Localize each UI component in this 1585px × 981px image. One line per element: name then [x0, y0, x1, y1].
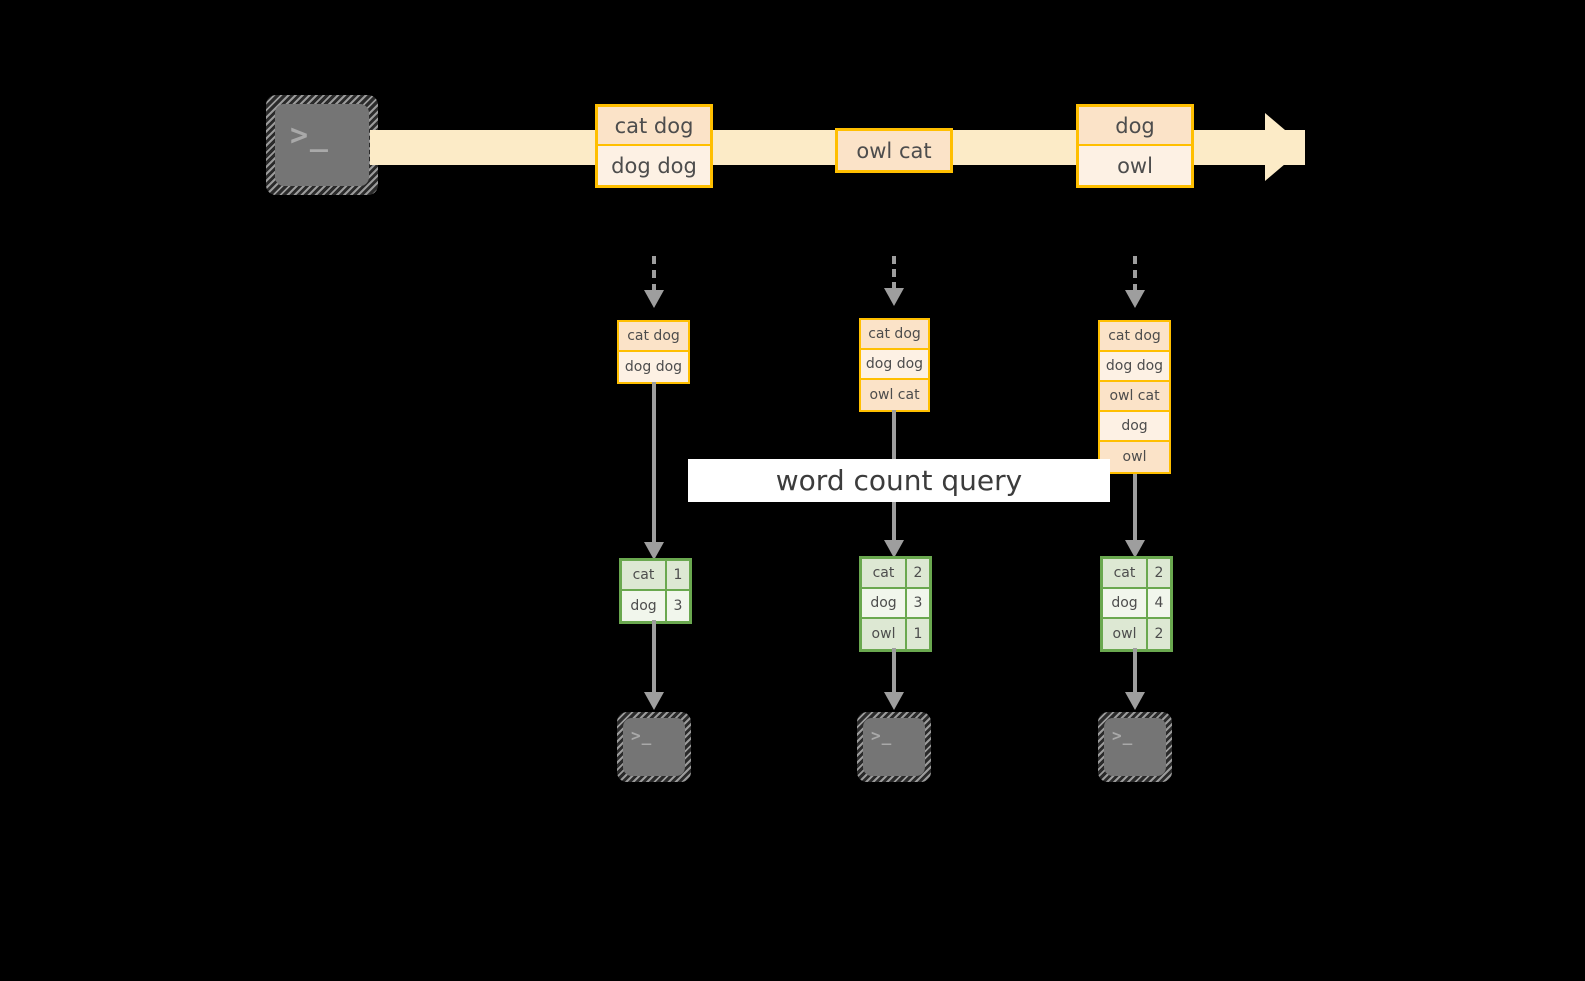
count-cell: 2 — [1154, 565, 1164, 581]
event-stream-arrowhead-icon — [1265, 113, 1305, 181]
terminal-prompt-glyph: >_ — [1112, 726, 1134, 745]
connector-arrowhead-icon — [884, 288, 904, 306]
stream-event-line: dog — [1079, 107, 1191, 146]
word-cell: dog — [622, 591, 667, 621]
table-row: cat 2 — [862, 559, 929, 589]
table-row: owl 2 — [1103, 619, 1170, 649]
word-cell: dog — [862, 589, 907, 617]
query-label-band: word count query — [688, 459, 1110, 502]
snapshot-3-messages: cat dog dog dog owl cat dog owl — [1098, 320, 1171, 474]
connector-arrowhead-icon — [1125, 290, 1145, 308]
table-row: dog 3 — [862, 589, 929, 619]
count-cell: 1 — [913, 626, 923, 642]
count-cell: 4 — [1154, 595, 1164, 611]
terminal-body — [275, 104, 369, 186]
table-row: dog 4 — [1103, 589, 1170, 619]
count-cell: 2 — [1154, 626, 1164, 642]
count-cell: 3 — [673, 598, 683, 614]
snapshot-2-sink-terminal-icon: >_ — [857, 712, 931, 782]
stream-to-snapshot-connector — [1133, 256, 1137, 292]
snapshot-3-to-result-connector — [1133, 474, 1137, 552]
count-cell: 3 — [913, 595, 923, 611]
source-terminal-icon: >_ — [266, 95, 378, 195]
stream-event-line: owl — [1079, 146, 1191, 185]
snapshot-2-messages: cat dog dog dog owl cat — [859, 318, 930, 412]
snapshot-2-to-sink-connector — [892, 648, 896, 692]
snapshot-message: dog dog — [1100, 352, 1169, 382]
snapshot-message: owl cat — [1100, 382, 1169, 412]
word-cell: dog — [1103, 589, 1148, 617]
stream-event-2: owl cat — [835, 128, 953, 173]
count-cell: 2 — [913, 565, 923, 581]
terminal-prompt-glyph: >_ — [290, 118, 330, 153]
snapshot-1-to-sink-connector — [652, 620, 656, 692]
snapshot-3-sink-terminal-icon: >_ — [1098, 712, 1172, 782]
stream-event-3: dog owl — [1076, 104, 1194, 188]
snapshot-1-result-table: cat 1 dog 3 — [619, 558, 692, 624]
stream-event-line: dog dog — [598, 146, 710, 185]
terminal-prompt-glyph: >_ — [631, 726, 653, 745]
table-row: cat 1 — [622, 561, 689, 591]
word-cell: owl — [862, 619, 907, 649]
count-cell: 1 — [673, 567, 683, 583]
snapshot-1-to-result-connector — [652, 382, 656, 554]
terminal-body — [863, 718, 925, 776]
table-row: owl 1 — [862, 619, 929, 649]
stream-to-snapshot-connector — [892, 256, 896, 290]
word-cell: cat — [862, 559, 907, 587]
table-row: dog 3 — [622, 591, 689, 621]
terminal-body — [623, 718, 685, 776]
query-label: word count query — [775, 464, 1023, 497]
snapshot-2-result-table: cat 2 dog 3 owl 1 — [859, 556, 932, 652]
snapshot-message: dog dog — [619, 352, 688, 382]
connector-arrowhead-icon — [1125, 692, 1145, 710]
snapshot-message: owl — [1100, 442, 1169, 472]
snapshot-1-messages: cat dog dog dog — [617, 320, 690, 384]
connector-arrowhead-icon — [644, 542, 664, 560]
connector-arrowhead-icon — [884, 540, 904, 558]
word-cell: cat — [622, 561, 667, 589]
snapshot-3-result-table: cat 2 dog 4 owl 2 — [1100, 556, 1173, 652]
word-cell: cat — [1103, 559, 1148, 587]
snapshot-3-to-sink-connector — [1133, 648, 1137, 692]
snapshot-message: owl cat — [861, 380, 928, 410]
snapshot-1-sink-terminal-icon: >_ — [617, 712, 691, 782]
snapshot-message: dog dog — [861, 350, 928, 380]
snapshot-message: cat dog — [861, 320, 928, 350]
stream-event-1: cat dog dog dog — [595, 104, 713, 188]
terminal-prompt-glyph: >_ — [871, 726, 893, 745]
stream-event-line: cat dog — [598, 107, 710, 146]
snapshot-message: cat dog — [1100, 322, 1169, 352]
stream-event-line: owl cat — [838, 131, 950, 170]
stream-to-snapshot-connector — [652, 256, 656, 292]
table-row: cat 2 — [1103, 559, 1170, 589]
connector-arrowhead-icon — [644, 290, 664, 308]
connector-arrowhead-icon — [884, 692, 904, 710]
connector-arrowhead-icon — [1125, 540, 1145, 558]
snapshot-message: cat dog — [619, 322, 688, 352]
snapshot-message: dog — [1100, 412, 1169, 442]
word-cell: owl — [1103, 619, 1148, 649]
connector-arrowhead-icon — [644, 692, 664, 710]
terminal-body — [1104, 718, 1166, 776]
